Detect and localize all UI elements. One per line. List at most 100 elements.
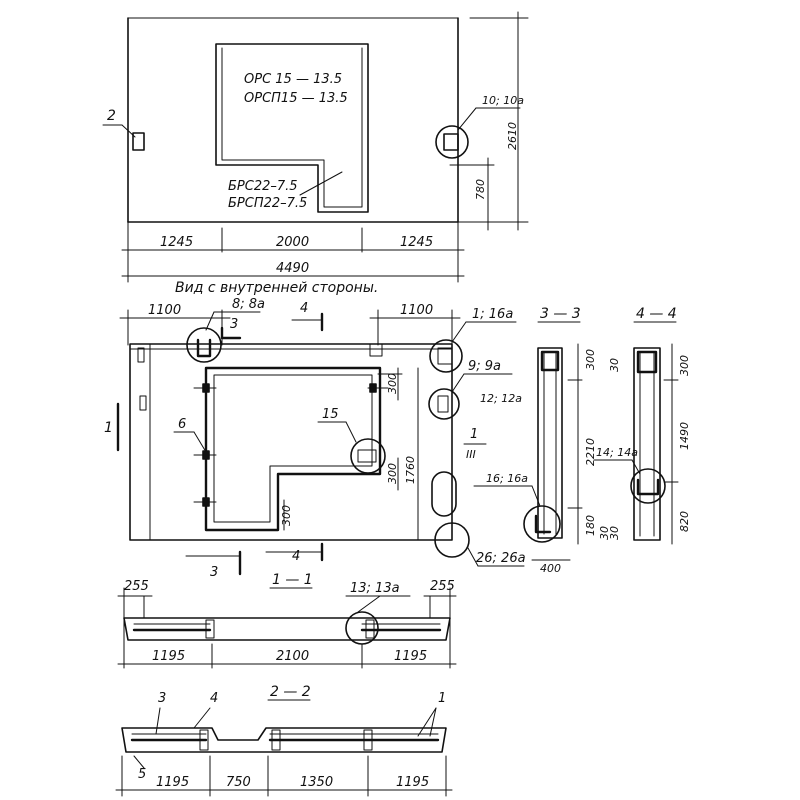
inner-view: 1100 1100 8; 8a 3 4 1; 16a <box>104 297 526 580</box>
top-dim-low: 780 <box>474 179 487 200</box>
top-mark-leader <box>299 171 343 196</box>
inner-side-1: 1 <box>104 420 113 436</box>
inner-callout-8-leader <box>205 311 215 331</box>
section-3-3-title: 3 — 3 <box>540 306 581 322</box>
top-callout-left-leader <box>121 124 136 138</box>
section-2-2-callout-4: 4 <box>210 691 218 706</box>
inner-dim-right: 1100 <box>400 303 433 318</box>
section-1-1-dim-1195a: 1195 <box>152 649 185 664</box>
section-3-3-dim-400: 400 <box>540 562 561 575</box>
inner-callout-15: 15 <box>322 407 339 422</box>
top-dim-right: 1245 <box>400 235 433 250</box>
section-2-2-dim-1350: 1350 <box>300 775 333 790</box>
inner-section-4-top: 4 <box>300 301 308 316</box>
inner-callout-12: 12; 12a <box>480 392 522 405</box>
section-2-2-callout-1-leader-a <box>417 707 437 737</box>
section-4-4-node-14-detail <box>636 478 660 496</box>
section-3-3-dim-2210: 2210 <box>584 438 597 466</box>
inner-node-1-detail <box>437 347 453 365</box>
section-4-4-profile <box>633 347 661 541</box>
top-mark-3: БРС22–7.5 <box>228 179 298 194</box>
inner-callout-8: 8; 8a <box>232 297 265 312</box>
inner-anchor-plate-1 <box>202 383 210 393</box>
inner-node-15-circle <box>350 438 386 474</box>
section-3-3: 3 — 3 300 2210 180 30 400 16; 16a <box>473 306 611 575</box>
top-right-node-circle <box>435 125 469 159</box>
inner-anchor-plate-2 <box>202 450 210 460</box>
section-1-1-profile <box>123 617 451 641</box>
section-1-1: 1 — 1 13; 13a 255 255 1195 2100 1195 <box>117 572 457 669</box>
inner-callout-9: 9; 9a <box>468 359 501 374</box>
section-3-3-callout-16: 16; 16a <box>486 472 528 485</box>
inner-dim-1760: 1760 <box>404 456 417 484</box>
top-mark-2: ОРСП15 — 13.5 <box>244 91 348 106</box>
section-2-2-callout-3: 3 <box>158 691 166 706</box>
top-mark-4: БРСП22–7.5 <box>228 196 307 211</box>
section-2-2-embed-b <box>271 729 281 751</box>
section-4-4: 4 — 4 30 300 1490 14; 14a 820 30 <box>593 306 691 545</box>
section-2-2-title: 2 — 2 <box>270 684 311 700</box>
section-3-3-node-16-circle <box>523 505 561 543</box>
section-2-2-callout-1-leader-b <box>429 707 437 737</box>
section-2-2: 2 — 2 3 4 1 5 1195 750 1350 1195 <box>115 684 453 797</box>
section-2-2-profile <box>121 727 447 753</box>
section-1-1-callout-13: 13; 13a <box>350 581 400 596</box>
section-3-3-node-16-detail <box>534 514 552 534</box>
inner-callout-6-leader <box>193 431 207 453</box>
section-3-3-callout-16-leader <box>531 485 541 507</box>
top-callout-right: 10; 10a <box>482 94 524 107</box>
inner-node-15-detail <box>357 449 377 463</box>
section-2-2-callout-4-leader <box>193 707 211 729</box>
inner-node-1-circle <box>429 339 463 373</box>
section-4-4-dim-1490: 1490 <box>678 422 691 450</box>
section-1-1-title: 1 — 1 <box>272 572 313 588</box>
top-callout-right-leader <box>457 107 477 131</box>
top-opening-inner <box>221 47 363 208</box>
section-1-1-dim-1195b: 1195 <box>394 649 427 664</box>
section-4-4-callout-14: 14; 14a <box>596 446 638 459</box>
inner-frac-den: III <box>466 448 476 461</box>
inner-callout-26: 26; 26a <box>476 551 526 566</box>
top-left-embed <box>132 132 145 151</box>
view-title: Вид с внутренней стороны. <box>175 280 378 296</box>
inner-node-8-detail <box>196 338 212 358</box>
inner-section-4-bottom: 4 <box>292 549 300 564</box>
top-dim-height: 2610 <box>506 122 519 150</box>
section-4-4-top-block <box>636 350 658 374</box>
section-1-1-dim-255a: 255 <box>124 579 149 594</box>
section-3-3-profile <box>537 347 563 539</box>
section-1-1-embed-right <box>365 619 375 639</box>
inner-opening-inner <box>213 374 373 523</box>
inner-left-notch-2 <box>139 395 147 411</box>
inner-dim-300a: 300 <box>386 373 399 394</box>
inner-callout-1: 1; 16a <box>472 307 513 322</box>
inner-panel <box>129 343 453 541</box>
inner-node-9-circle <box>428 388 460 420</box>
inner-callout-9-leader <box>451 373 465 393</box>
inner-callout-1-leader <box>451 321 467 343</box>
inner-anchor-plate-3 <box>202 497 210 507</box>
inner-callout-6: 6 <box>178 417 186 432</box>
inner-slot <box>431 471 457 517</box>
section-3-3-dim-300: 300 <box>584 349 597 370</box>
inner-callout-15-leader <box>345 421 357 443</box>
section-4-4-dim-30a: 30 <box>608 358 621 372</box>
inner-callout-26-leader <box>467 547 479 567</box>
section-2-2-dim-1195a: 1195 <box>156 775 189 790</box>
inner-frac-num: 1 <box>470 427 478 442</box>
section-2-2-callout-3-leader <box>155 707 161 735</box>
inner-dim-left: 1100 <box>148 303 181 318</box>
inner-node-8-circle <box>186 327 222 363</box>
section-2-2-dim-1195b: 1195 <box>396 775 429 790</box>
inner-anchor-plate-4 <box>369 383 377 393</box>
inner-left-notch <box>137 347 145 363</box>
inner-node-26-circle <box>434 522 470 558</box>
top-dim-total: 4490 <box>276 261 309 276</box>
top-opening <box>215 43 369 213</box>
top-dim-mid: 2000 <box>276 235 309 250</box>
top-callout-left: 2 <box>107 108 116 124</box>
top-dim-left: 1245 <box>160 235 193 250</box>
section-2-2-dim-750: 750 <box>226 775 251 790</box>
section-4-4-dim-820: 820 <box>678 511 691 532</box>
